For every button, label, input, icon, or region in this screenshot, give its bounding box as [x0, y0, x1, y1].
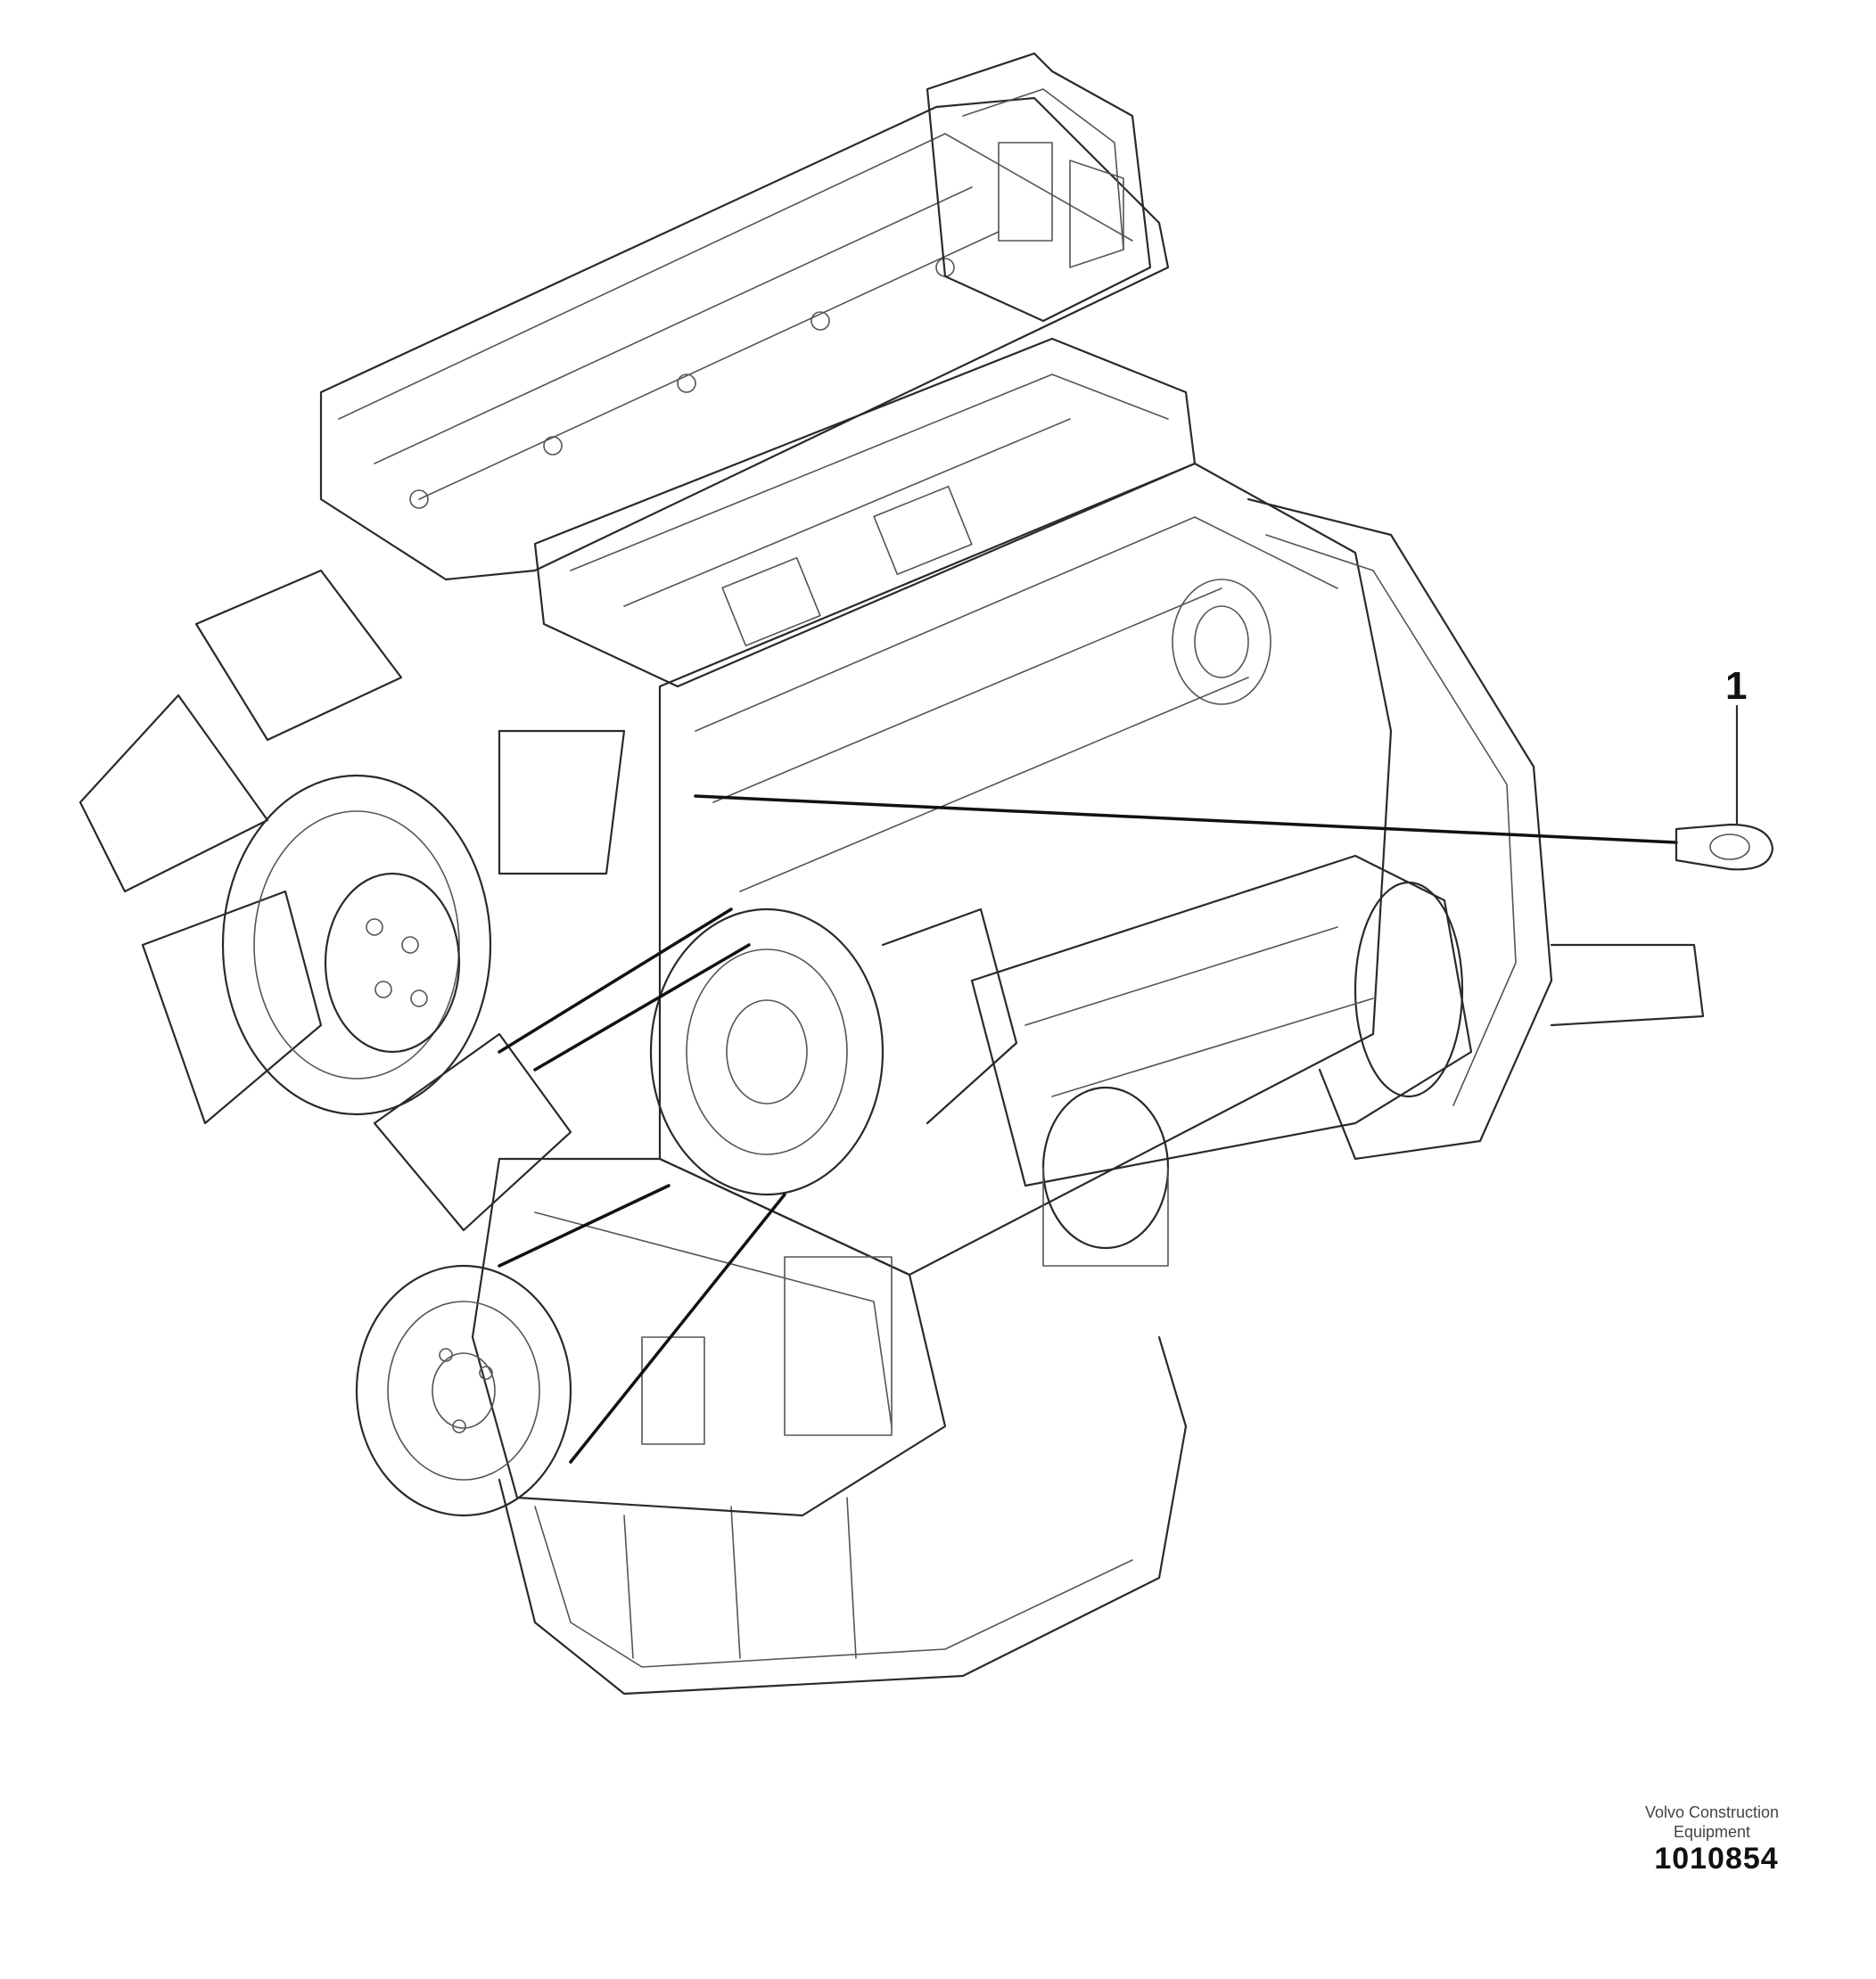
manufacturer-line-1: Volvo Construction	[1644, 1803, 1780, 1821]
flywheel-housing	[1247, 497, 1705, 1161]
manufacturer-label: Volvo Construction Equipment	[1605, 1802, 1819, 1842]
drawing-code: 1010854	[1654, 1842, 1779, 1876]
fan-belt	[498, 907, 786, 1464]
manufacturer-line-2: Equipment	[1673, 1823, 1751, 1841]
engine-block	[658, 462, 1393, 1277]
intake-manifold	[533, 337, 1197, 688]
timing-cover	[471, 1157, 947, 1517]
fuel-injection-pump	[926, 52, 1152, 323]
oil-dipstick	[694, 794, 1774, 871]
callout-number-1: 1	[1725, 664, 1748, 708]
alternator	[649, 907, 1018, 1196]
crankshaft-pulley	[355, 1264, 572, 1517]
cooling-fan	[78, 569, 626, 1232]
oil-sump	[498, 1335, 1188, 1696]
fan-hub	[324, 872, 461, 1054]
oil-filter	[1041, 1086, 1170, 1267]
valve-cover	[319, 96, 1170, 581]
starter-motor	[970, 854, 1473, 1187]
